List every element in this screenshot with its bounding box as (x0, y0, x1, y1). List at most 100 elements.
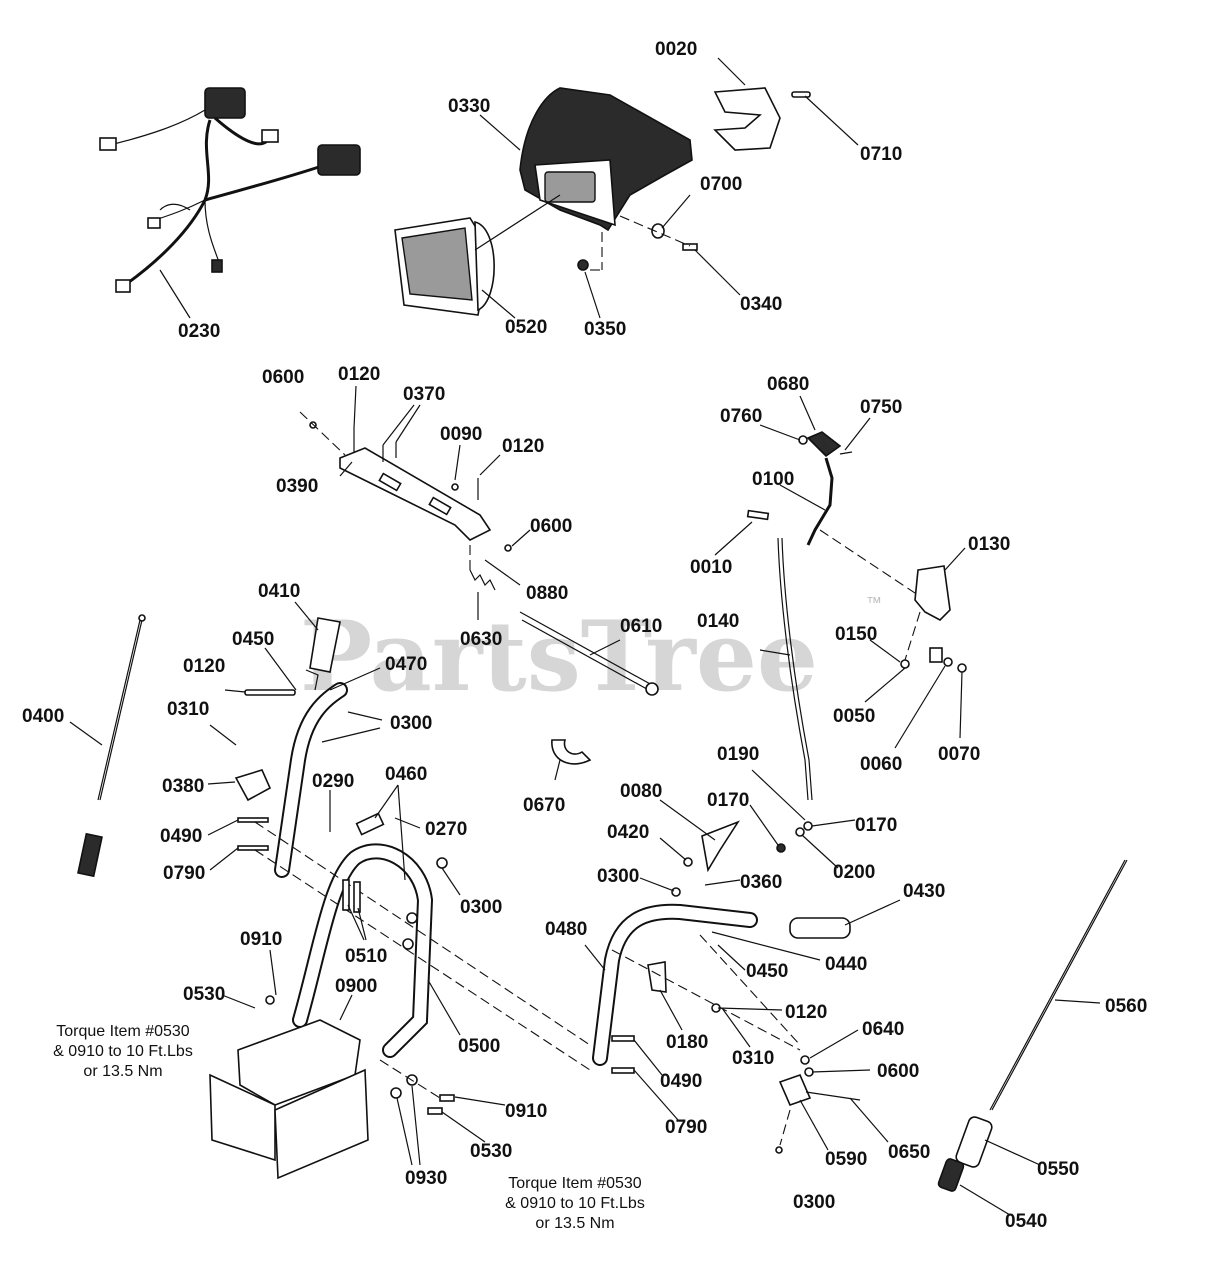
callout-label: 0180 (666, 1032, 708, 1053)
callout-label: 0420 (607, 822, 649, 843)
callout-label: 0430 (903, 881, 945, 902)
callout-label: 0530 (183, 984, 225, 1005)
callout-label: 0470 (385, 654, 427, 675)
callout-label: 0080 (620, 781, 662, 802)
callout-label: 0590 (825, 1149, 867, 1170)
torque-note-line: Torque Item #0530 (56, 1023, 190, 1040)
callout-label: 0300 (390, 713, 432, 734)
callout-label: 0170 (707, 790, 749, 811)
callout-label: 0090 (440, 424, 482, 445)
callout-label: 0480 (545, 919, 587, 940)
callout-label: 0100 (752, 469, 794, 490)
callout-label: 0500 (458, 1036, 500, 1057)
callout-label: 0120 (785, 1002, 827, 1023)
callout-label: 0390 (276, 476, 318, 497)
callout-leader-lines (69, 57, 1101, 1216)
callout-label: 0460 (385, 764, 427, 785)
shift-linkage-drawing (746, 431, 967, 853)
callout-label: 0540 (1005, 1211, 1047, 1232)
callout-label: 0120 (502, 436, 544, 457)
callout-label: 0120 (183, 656, 225, 677)
callout-label: 0530 (470, 1141, 512, 1162)
callout-label: 0600 (262, 367, 304, 388)
callout-label: 0020 (655, 39, 697, 60)
callout-label: 0310 (732, 1048, 774, 1069)
callout-label: 0130 (968, 534, 1010, 555)
callout-label: 0700 (700, 174, 742, 195)
callout-label: 0520 (505, 317, 547, 338)
callout-label: 0300 (597, 866, 639, 887)
callout-label: 0050 (833, 706, 875, 727)
callout-label: 0600 (530, 516, 572, 537)
housing-plates-drawing (209, 995, 455, 1180)
callout-label: 0300 (793, 1192, 835, 1213)
callout-label: 0440 (825, 954, 867, 975)
headlight-housing-drawing (394, 87, 811, 316)
torque-note-line: & 0910 to 10 Ft.Lbs (53, 1043, 193, 1060)
torque-note-bottom: Torque Item #0530 & 0910 to 10 Ft.Lbs or… (505, 1175, 645, 1232)
callout-label: 0550 (1037, 1159, 1079, 1180)
callout-label: 0650 (888, 1142, 930, 1163)
callout-label: 0750 (860, 397, 902, 418)
callout-label: 0370 (403, 384, 445, 405)
callout-label: 0230 (178, 321, 220, 342)
callout-label: 0560 (1105, 996, 1147, 1017)
callout-label: 0600 (877, 1061, 919, 1082)
callout-label: 0190 (717, 744, 759, 765)
callout-label: 0630 (460, 629, 502, 650)
watermark-trademark: ™ (866, 595, 882, 612)
callout-label: 0270 (425, 819, 467, 840)
torque-note-left: Torque Item #0530 & 0910 to 10 Ft.Lbs or… (53, 1023, 193, 1080)
watermark-text: PartsTree (300, 600, 818, 713)
callout-label: 0120 (338, 364, 380, 385)
callout-label: 0930 (405, 1168, 447, 1189)
callout-label: 0510 (345, 946, 387, 967)
callout-label: 0790 (163, 863, 205, 884)
callout-label: 0140 (697, 611, 739, 632)
right-handle-drawing (551, 739, 851, 1074)
callout-label: 0070 (938, 744, 980, 765)
callout-label: 0910 (240, 929, 282, 950)
callout-label: 0490 (160, 826, 202, 847)
callout-label: 0400 (22, 706, 64, 727)
lever-and-right-cable-drawing (775, 859, 1128, 1192)
callout-label: 0300 (460, 897, 502, 918)
callout-label: 0490 (660, 1071, 702, 1092)
callout-label: 0670 (523, 795, 565, 816)
callout-label: 0290 (312, 771, 354, 792)
callout-label: 0880 (526, 583, 568, 604)
callout-label: 0310 (167, 699, 209, 720)
torque-note-line: or 13.5 Nm (83, 1063, 162, 1080)
callout-label: 0790 (665, 1117, 707, 1138)
callout-label: 0450 (746, 961, 788, 982)
callout-label: 0680 (767, 374, 809, 395)
torque-note-line: Torque Item #0530 (508, 1175, 642, 1192)
callout-label: 0640 (862, 1019, 904, 1040)
callout-label: 0900 (335, 976, 377, 997)
callout-label: 0060 (860, 754, 902, 775)
callout-label: 0010 (690, 557, 732, 578)
callout-label: 0350 (584, 319, 626, 340)
callout-label: 0360 (740, 872, 782, 893)
callout-label: 0910 (505, 1101, 547, 1122)
callout-label: 0710 (860, 144, 902, 165)
callout-labels: 0020 0710 0330 0700 0340 0350 0520 0230 … (22, 39, 1147, 1232)
callout-label: 0200 (833, 862, 875, 883)
callout-label: 0410 (258, 581, 300, 602)
left-handle-drawing (234, 682, 591, 1071)
callout-label: 0150 (835, 624, 877, 645)
left-cable-and-grip-drawing (77, 614, 341, 878)
callout-label: 0450 (232, 629, 274, 650)
callout-label: 0610 (620, 616, 662, 637)
callout-label: 0760 (720, 406, 762, 427)
dash-bracket-drawing (299, 411, 659, 696)
callout-label: 0340 (740, 294, 782, 315)
torque-note-line: & 0910 to 10 Ft.Lbs (505, 1195, 645, 1212)
callout-label: 0380 (162, 776, 204, 797)
torque-note-line: or 13.5 Nm (535, 1215, 614, 1232)
callout-label: 0330 (448, 96, 490, 117)
callout-label: 0170 (855, 815, 897, 836)
wiring-harness-drawing (99, 87, 361, 293)
